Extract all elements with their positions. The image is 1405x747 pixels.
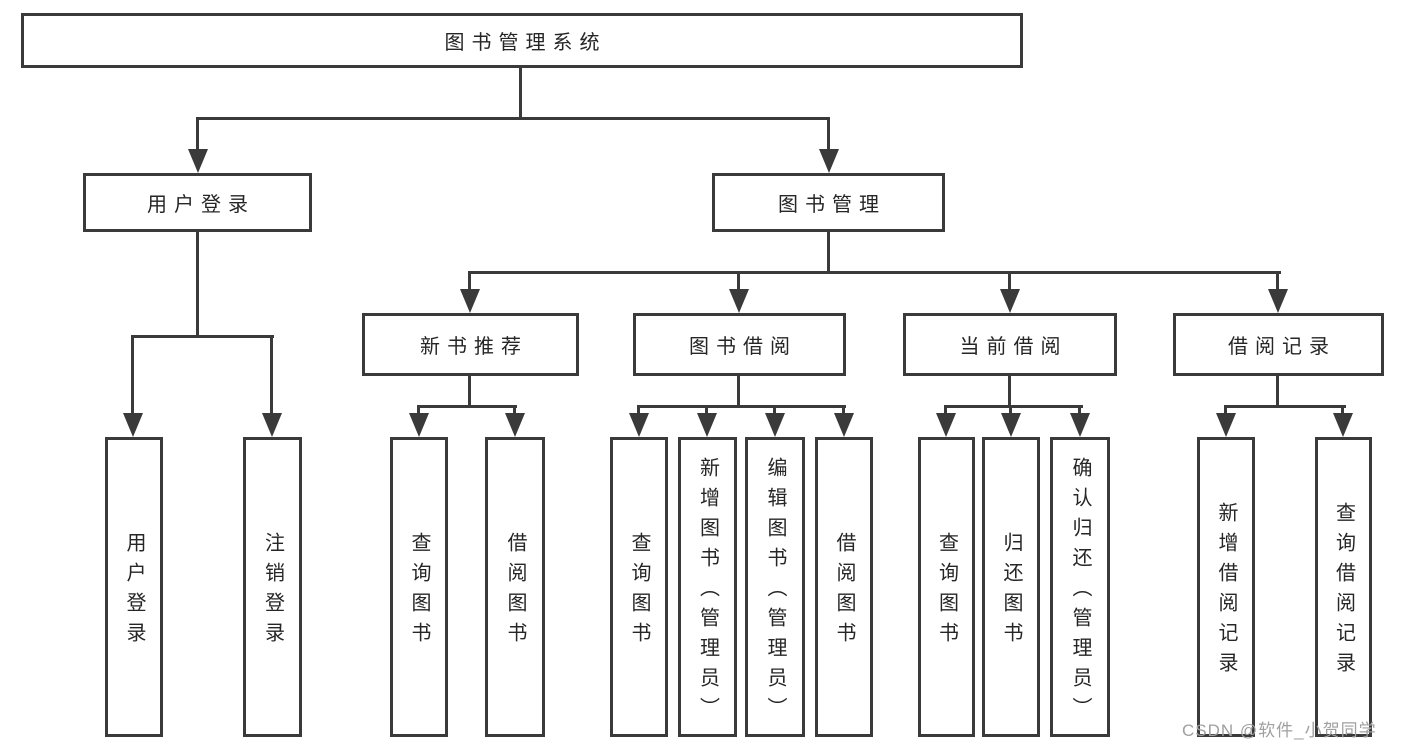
node-current-borrowing: 当前借阅 [903,313,1117,376]
connector-line [196,232,199,338]
leaf-borrow-books-label: 借阅图书 [833,532,855,652]
node-current-borrowing-label: 当前借阅 [959,336,1068,358]
leaf-confirm-return-admin: 确认归还（管理员） [1050,437,1110,737]
arrow-down-icon [262,413,282,437]
leaf-edit-books-admin: 编辑图书（管理员） [745,437,805,737]
connector-line [131,335,274,338]
connector-line [270,335,273,416]
connector-line [737,271,740,292]
csdn-watermark: CSDN @软件_小贺同学 [1182,721,1377,740]
connector-line [1341,405,1344,416]
arrow-down-icon [697,413,717,437]
connector-line [1224,405,1346,408]
connector-line [1008,374,1011,408]
leaf-user-login: 用户登录 [105,437,163,737]
connector-line [417,405,420,416]
connector-line [637,405,640,416]
node-book-borrowing: 图书借阅 [633,313,846,376]
node-user-login-label: 用户登录 [147,194,255,216]
connector-line [1008,271,1011,292]
node-book-borrowing-label: 图书借阅 [689,336,797,358]
node-book-management-label: 图书管理 [778,194,886,216]
connector-line [827,117,830,152]
leaf-user-login-label: 用户登录 [123,532,145,652]
leaf-borrow-books-recommend: 借阅图书 [485,437,545,737]
arrow-down-icon [1216,413,1236,437]
connector-line [468,271,471,292]
node-new-book-recommend-label: 新书推荐 [420,336,528,358]
connector-line [196,117,830,120]
arrow-down-icon [505,413,525,437]
leaf-confirm-return-admin-label: 确认归还（管理员） [1069,457,1091,727]
connector-line [1078,405,1081,416]
leaf-query-books-recommend-label: 查询图书 [408,532,430,652]
arrow-down-icon [188,149,208,173]
leaf-add-borrow-record-label: 新增借阅记录 [1215,502,1237,682]
leaf-query-borrow-record: 查询借阅记录 [1315,437,1372,737]
connector-line [944,405,1083,408]
arrow-down-icon [729,289,749,313]
leaf-return-books-label: 归还图书 [1000,532,1022,652]
connector-line [637,405,846,408]
leaf-query-borrow-record-label: 查询借阅记录 [1332,502,1355,682]
connector-line [513,405,516,416]
leaf-add-books-admin: 新增图书（管理员） [678,437,737,737]
connector-line [468,271,1281,274]
arrow-down-icon [629,413,649,437]
connector-line [1276,374,1279,408]
arrow-down-icon [834,413,854,437]
connector-line [468,374,471,408]
leaf-query-books-current-label: 查询图书 [935,532,958,652]
node-user-login: 用户登录 [83,173,312,232]
node-library-system-label: 图书管理系统 [444,32,607,54]
connector-line [131,335,134,416]
leaf-return-books: 归还图书 [982,437,1040,737]
leaf-borrow-books-recommend-label: 借阅图书 [504,532,526,652]
node-library-system: 图书管理系统 [21,13,1023,68]
connector-line [1224,405,1227,416]
leaf-query-books-recommend: 查询图书 [390,437,448,737]
arrow-down-icon [1070,413,1090,437]
leaf-logout: 注销登录 [243,437,302,737]
arrow-down-icon [1001,413,1021,437]
arrow-down-icon [936,413,956,437]
leaf-add-books-admin-label: 新增图书（管理员） [696,457,719,727]
node-borrow-records: 借阅记录 [1173,313,1384,376]
node-book-management: 图书管理 [712,173,945,232]
leaf-query-books-current: 查询图书 [918,437,975,737]
connector-line [944,405,947,416]
arrow-down-icon [765,413,785,437]
arrow-down-icon [1333,413,1353,437]
arrow-down-icon [819,149,839,173]
connector-line [1009,405,1012,416]
connector-line [737,374,740,408]
leaf-borrow-books: 借阅图书 [815,437,873,737]
arrow-down-icon [1000,289,1020,313]
arrow-down-icon [123,413,143,437]
connector-line [417,405,517,408]
connector-line [827,232,830,274]
leaf-edit-books-admin-label: 编辑图书（管理员） [764,457,786,727]
connector-line [519,66,522,119]
leaf-query-books-borrow: 查询图书 [610,437,668,737]
leaf-logout-label: 注销登录 [261,532,284,652]
connector-line [842,405,845,416]
connector-line [196,117,199,152]
node-borrow-records-label: 借阅记录 [1228,336,1336,358]
arrow-down-icon [460,289,480,313]
node-new-book-recommend: 新书推荐 [362,313,579,376]
leaf-query-books-borrow-label: 查询图书 [628,532,650,652]
connector-line [1276,271,1279,292]
arrow-down-icon [1268,289,1288,313]
leaf-add-borrow-record: 新增借阅记录 [1197,437,1255,737]
connector-line [773,405,776,416]
connector-line [705,405,708,416]
arrow-down-icon [409,413,429,437]
